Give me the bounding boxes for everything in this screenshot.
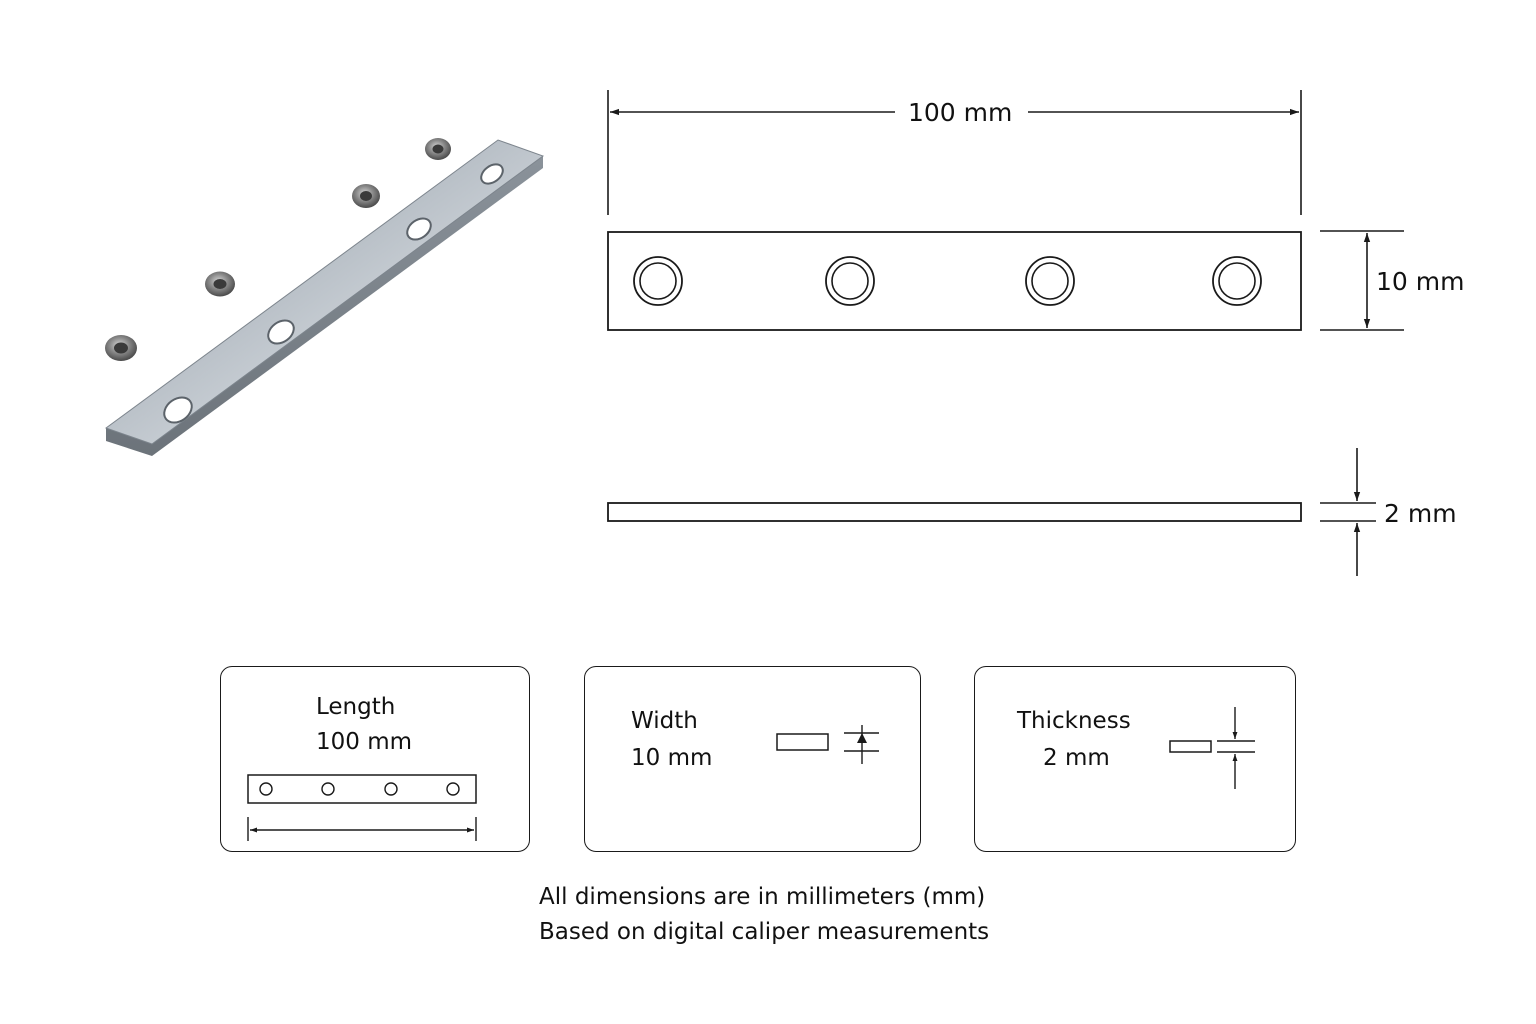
length-dimension-label: 100 mm <box>908 98 1013 127</box>
product-photo <box>104 138 545 456</box>
hole-inner <box>639 262 677 300</box>
length-card: Length 100 mm <box>220 666 530 852</box>
plate-side-outline <box>607 502 1302 522</box>
width-card-value: 10 mm <box>631 745 713 771</box>
length-card-diagram <box>247 774 477 841</box>
hole-outer <box>1025 256 1075 306</box>
plate-hole <box>267 319 295 345</box>
plate-top <box>104 139 545 445</box>
width-card-diagram <box>776 725 879 764</box>
plate-top-outline <box>607 231 1302 331</box>
width-card: Width 10 mm <box>584 666 921 852</box>
units-note: All dimensions are in millimeters (mm) <box>539 884 986 910</box>
thickness-dimension-label: 2 mm <box>1384 499 1457 528</box>
width-dimension-label: 10 mm <box>1376 267 1465 296</box>
set-screw <box>425 138 451 160</box>
hole-inner <box>1031 262 1069 300</box>
top-view <box>607 90 1404 331</box>
plate-hole <box>163 396 193 424</box>
width-card-label: Width <box>631 708 698 734</box>
plate-hole <box>480 163 504 185</box>
hole-outer <box>1212 256 1262 306</box>
side-view <box>607 448 1376 576</box>
source-note: Based on digital caliper measurements <box>539 919 990 945</box>
hole-inner <box>831 262 869 300</box>
hole-outer <box>825 256 875 306</box>
plate-hole <box>406 217 432 241</box>
thickness-card-diagram <box>1169 707 1255 789</box>
set-screw <box>205 271 235 297</box>
set-screw <box>352 184 380 208</box>
hole-outer <box>633 256 683 306</box>
thickness-card-value: 2 mm <box>1043 745 1110 771</box>
length-card-label: Length <box>316 694 396 720</box>
thickness-card-label: Thickness <box>1017 708 1131 734</box>
length-card-value: 100 mm <box>316 729 413 755</box>
set-screw <box>105 335 137 361</box>
thickness-card: Thickness 2 mm <box>974 666 1296 852</box>
hole-inner <box>1218 262 1256 300</box>
